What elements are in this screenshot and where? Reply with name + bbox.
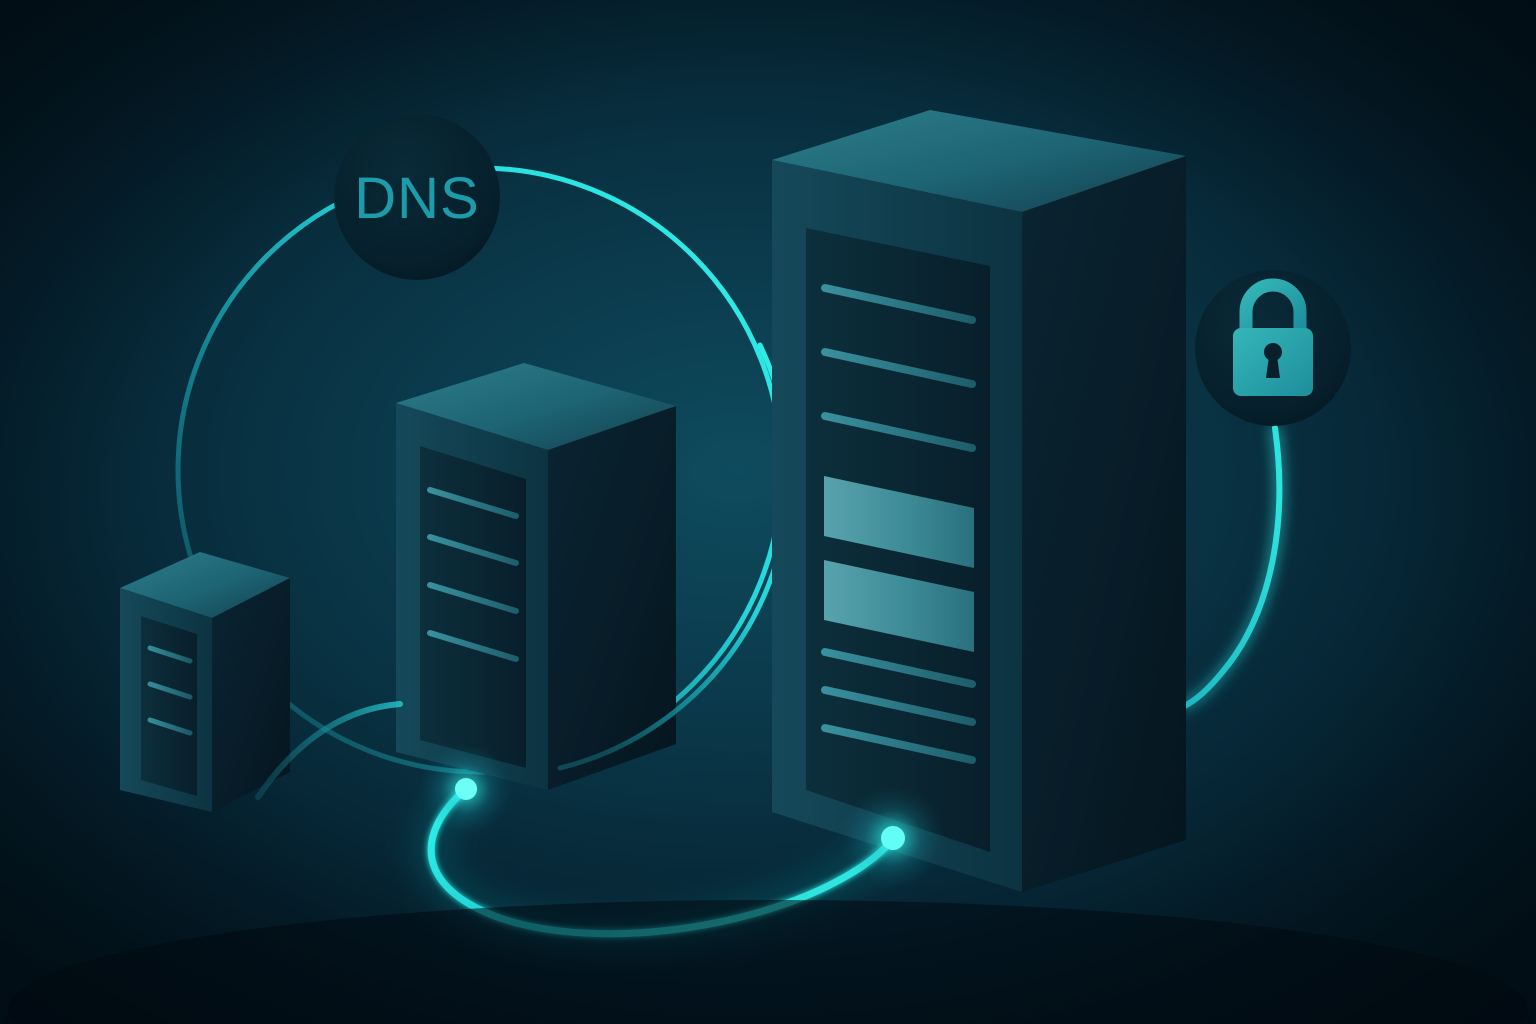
lock-shackle [1239,278,1307,339]
node-left [420,743,512,835]
slot-line [427,582,519,614]
small-server-side-face [212,578,290,812]
slot-line [427,534,519,566]
slot-line [821,648,976,688]
bright-panel [824,476,974,568]
small-server-top-face [120,552,290,618]
slot-line [821,348,976,388]
slot-line [821,412,976,452]
lock-icon [1233,278,1313,396]
medium-server-panel [420,446,526,768]
slot-line [147,681,193,700]
floor-shadow [8,900,1528,1024]
dns-badge-circle[interactable] [334,114,500,280]
lock-keyhole-slot [1266,356,1280,378]
large-server-side-face [1022,156,1186,892]
large-server [772,110,1186,892]
slot-line [427,487,519,519]
slot-line [427,630,519,662]
small-server [120,552,290,812]
bright-panel [824,560,974,652]
slot-line [147,645,193,664]
lock-badge[interactable] [1195,270,1351,426]
medium-server-slots [427,487,519,662]
slot-line [821,724,976,764]
large-server-slots-top [821,284,976,452]
dns-badge[interactable]: DNS [334,114,500,280]
medium-server-top-face [396,363,676,450]
lock-link-curve [1180,425,1283,710]
lock-link-curve-path [1180,425,1283,710]
large-server-top-face [772,110,1186,212]
node-left-core [455,778,477,800]
slot-line [147,717,193,736]
medium-server-side-face [548,406,676,790]
large-server-slots-bottom [821,648,976,764]
node-right-core [881,826,905,850]
left-feeder-curve-path [255,701,403,800]
dns-badge-label: DNS [354,166,479,231]
lock-keyhole [1264,343,1282,361]
medium-server [396,363,676,790]
small-server-slots [147,645,193,736]
small-server-panel [141,616,197,796]
slot-line [821,686,976,726]
node-right [841,786,945,890]
slot-line [821,284,976,324]
left-feeder-curve [255,701,403,800]
large-server-bright-panels [824,476,974,652]
